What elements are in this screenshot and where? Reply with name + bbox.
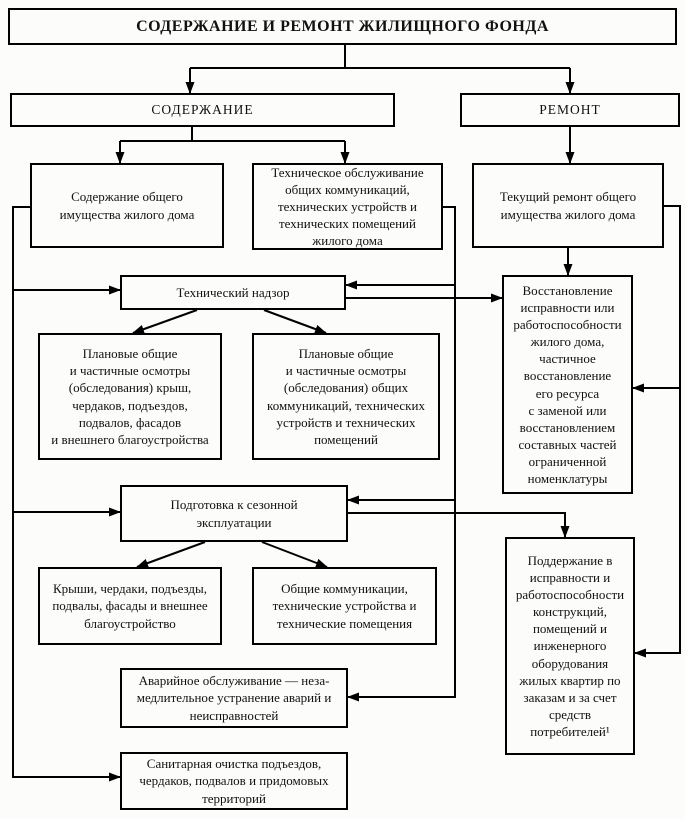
node-podderzhanie: Поддержание в исправности и работоспособ… — [505, 537, 635, 755]
node-vosstanovlenie: Восстановление исправности или работоспо… — [502, 275, 633, 494]
edge-sod-obshchego-trunk-to-sanitarnaya — [12, 206, 121, 782]
node-podgotovka: Подготовка к сезонной эксплуатации — [120, 485, 348, 542]
edge-podgotovka-to-obshchie — [261, 541, 328, 568]
node-kryshi-cherdaki: Крыши, чердаки, подъезды, подвалы, фасад… — [38, 567, 222, 645]
node-sod-obshchego: Содержание общего имущества жилого дома — [30, 163, 224, 248]
edge-tekushchiy-remont-right-trunk-to-podderzhanie — [634, 205, 681, 658]
node-osmotry-krysh: Плановые общие и частичные осмотры (обсл… — [38, 333, 222, 460]
node-title: СОДЕРЖАНИЕ И РЕМОНТ ЖИЛИЩНОГО ФОНДА — [8, 8, 677, 45]
edge-tekh-nadzor-to-osmotry-kommunikatsiy — [263, 309, 327, 334]
node-obshchie-kommunikatsii: Общие коммуникации, технические устройст… — [252, 567, 437, 645]
edge-podgotovka-to-podderzhanie — [348, 512, 570, 538]
edge-podgotovka-to-kryshi — [136, 541, 206, 568]
node-sanitarnaya: Санитарная очистка подъездов, чердаков, … — [120, 752, 348, 810]
node-tekushchiy-remont: Текущий ремонт общего имущества жилого д… — [472, 163, 664, 248]
node-avariynoe: Аварийное обслуживание — неза- медлитель… — [120, 668, 348, 728]
node-remont: РЕМОНТ — [460, 93, 680, 127]
edge-tekh-obsluzhivanie-trunk-to-avariynoe — [347, 206, 456, 702]
edge-tekh-nadzor-to-osmotry-krysh — [132, 309, 198, 334]
node-tekh-nadzor: Технический надзор — [120, 275, 346, 310]
node-osmotry-kommunikatsiy: Плановые общие и частичные осмотры (обсл… — [252, 333, 440, 460]
node-soderzhanie: СОДЕРЖАНИЕ — [10, 93, 395, 127]
node-tekh-obsluzhivanie: Техническое обслуживание общих коммуника… — [252, 163, 443, 250]
